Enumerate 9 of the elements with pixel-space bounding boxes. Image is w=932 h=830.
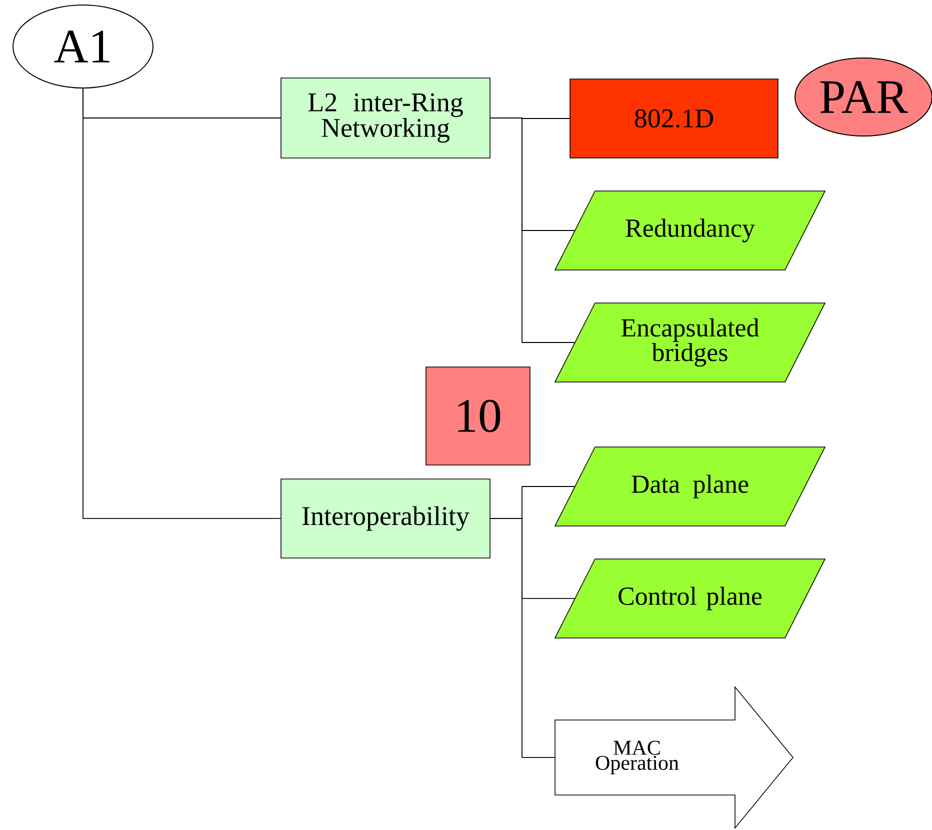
- number-box: 10: [426, 366, 530, 466]
- connector-line: [490, 518, 556, 758]
- connector-line: [490, 118, 576, 343]
- process-box: Interoperability: [280, 478, 490, 558]
- ellipse-label: A1: [12, 4, 154, 88]
- connector-line: [82, 88, 282, 519]
- process-box: 802.1D: [570, 78, 778, 158]
- ellipse-label: PAR: [794, 58, 932, 136]
- process-box: L2 inter-Ring Networking: [280, 78, 490, 158]
